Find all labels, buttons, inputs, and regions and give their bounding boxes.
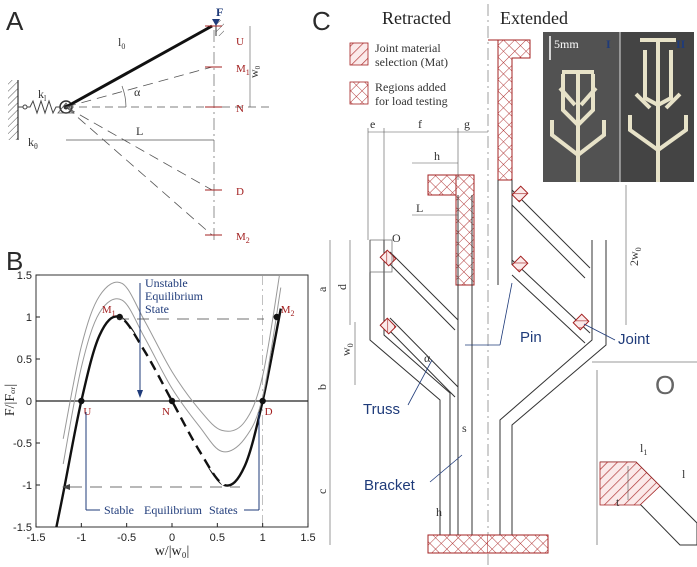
point-label-M1: M1: [102, 304, 116, 318]
y-tick-label: 0.5: [17, 354, 32, 366]
dim-s: s: [462, 421, 467, 435]
callout-pin: Pin: [520, 329, 542, 346]
point-label-N: N: [162, 406, 170, 418]
panel-b: B -1.5 -1 -0.5 0 0.5 1 1.5 1.5 1 0.5 0 -0.5 -1 -1.5 M…: [3, 246, 316, 559]
annotation-unstable-1: Unstable: [145, 276, 188, 290]
point-label-D: D: [265, 406, 273, 418]
legend-joint-line2: selection (Mat): [375, 55, 448, 69]
panel-b-letter: B: [6, 246, 23, 276]
y-tick-label: -0.5: [13, 438, 32, 450]
label-U: U: [236, 36, 244, 48]
label-w0: w0: [247, 65, 262, 78]
wall: [8, 80, 18, 140]
dim-2w0: 2w0: [627, 247, 643, 266]
photo-label-ii: II: [676, 37, 686, 51]
header-extended: Extended: [500, 8, 568, 28]
label-alpha: α: [134, 85, 141, 99]
label-N: N: [236, 103, 244, 115]
dim-w0: w0: [339, 343, 355, 356]
label-k: kl: [38, 87, 47, 103]
x-tick-label: -1: [76, 532, 86, 544]
detail-o-letter: O: [655, 370, 675, 400]
detail-o-inset: O t l1 l: [592, 361, 697, 546]
retracted-mechanism: [369, 174, 489, 554]
annotation-unstable-3: State: [145, 302, 169, 316]
y-tick-label: -1: [22, 480, 32, 492]
dim-c: c: [315, 489, 329, 494]
y-tick-label: -1.5: [13, 522, 32, 534]
series-line-0: [55, 308, 282, 527]
detail-t: t: [616, 495, 620, 509]
legend-load-line2: for load testing: [375, 94, 448, 108]
y-axis-title: F/|Fₒᵣ|: [3, 384, 18, 416]
x-tick-label: 1: [260, 532, 266, 544]
x-axis-title: w/|w₀|: [155, 544, 190, 559]
annotation-unstable-2: Equilibrium: [145, 289, 204, 303]
x-tick-label: 0.5: [210, 532, 225, 544]
x-tick-label: 0: [169, 532, 175, 544]
panel-c: C Retracted Extended Joint material sele…: [312, 4, 697, 565]
detail-l: l: [682, 467, 686, 481]
extended-mechanism: [488, 39, 607, 554]
label-D: D: [236, 186, 244, 198]
annotation-stable-2: Equilibrium: [144, 503, 203, 517]
series-line-1: [62, 275, 280, 439]
panel-c-letter: C: [312, 6, 331, 36]
dim-h-bottom: h: [436, 505, 442, 519]
dim-alpha: α: [424, 351, 431, 365]
ticks: -1.5 -1 -0.5 0 0.5 1 1.5 1.5 1 0.5 0 -0.5 -1 -1.5: [13, 270, 316, 544]
callout-joint: Joint: [618, 331, 651, 348]
y-tick-label: 1: [26, 312, 32, 324]
photo-inset: 5mm I II: [543, 32, 694, 182]
point-label-M2: M2: [281, 304, 295, 318]
dim-f: f: [418, 117, 422, 131]
legend-load-line1: Regions added: [375, 80, 446, 94]
series-line-2: [62, 287, 282, 465]
y-tick-label: 1.5: [17, 270, 32, 282]
callout-truss: Truss: [363, 401, 400, 418]
photo-scale: 5mm: [554, 37, 579, 51]
x-tick-label: -1.5: [27, 532, 46, 544]
label-M2: M2: [236, 231, 250, 245]
legend-joint-line1: Joint material: [375, 41, 441, 55]
point-label-U: U: [83, 406, 91, 418]
detail-l1: l1: [640, 441, 647, 457]
point-D: [259, 397, 266, 405]
dim-b: b: [315, 384, 329, 390]
dim-O: O: [392, 231, 401, 245]
dimensions: [329, 128, 627, 545]
dim-g: g: [464, 117, 470, 131]
label-L: L: [136, 124, 143, 138]
dim-d: d: [335, 284, 349, 290]
photo-label-i: I: [606, 37, 611, 51]
x-tick-label: -0.5: [117, 532, 136, 544]
point-N: [168, 397, 176, 405]
point-U: [78, 397, 85, 405]
legend-swatch-joint: [349, 42, 369, 66]
panel-a-letter: A: [6, 6, 24, 36]
legend-swatch-load: [349, 81, 369, 105]
dim-L: L: [416, 201, 423, 215]
label-l0: l0: [118, 35, 125, 51]
label-F: F: [216, 5, 223, 19]
header-retracted: Retracted: [382, 8, 451, 28]
panel-a: A F U M1 N D M2 l: [6, 5, 270, 245]
dim-e: e: [370, 117, 375, 131]
rigid-bar: [65, 24, 213, 109]
y-tick-label: 0: [26, 396, 32, 408]
point-M2: [273, 313, 280, 321]
point-M1: [116, 313, 123, 321]
dim-a: a: [315, 286, 329, 292]
annotation-stable-3: States: [209, 503, 238, 517]
points: M1 M2U N D: [78, 304, 295, 418]
dim-h: h: [434, 149, 440, 163]
x-tick-label: 1.5: [300, 532, 315, 544]
label-ktheta: kθ: [28, 135, 38, 151]
callout-bracket: Bracket: [364, 477, 416, 494]
spring: [18, 99, 62, 115]
annotation-stable-1: Stable: [104, 503, 134, 517]
label-M1: M1: [236, 63, 250, 77]
